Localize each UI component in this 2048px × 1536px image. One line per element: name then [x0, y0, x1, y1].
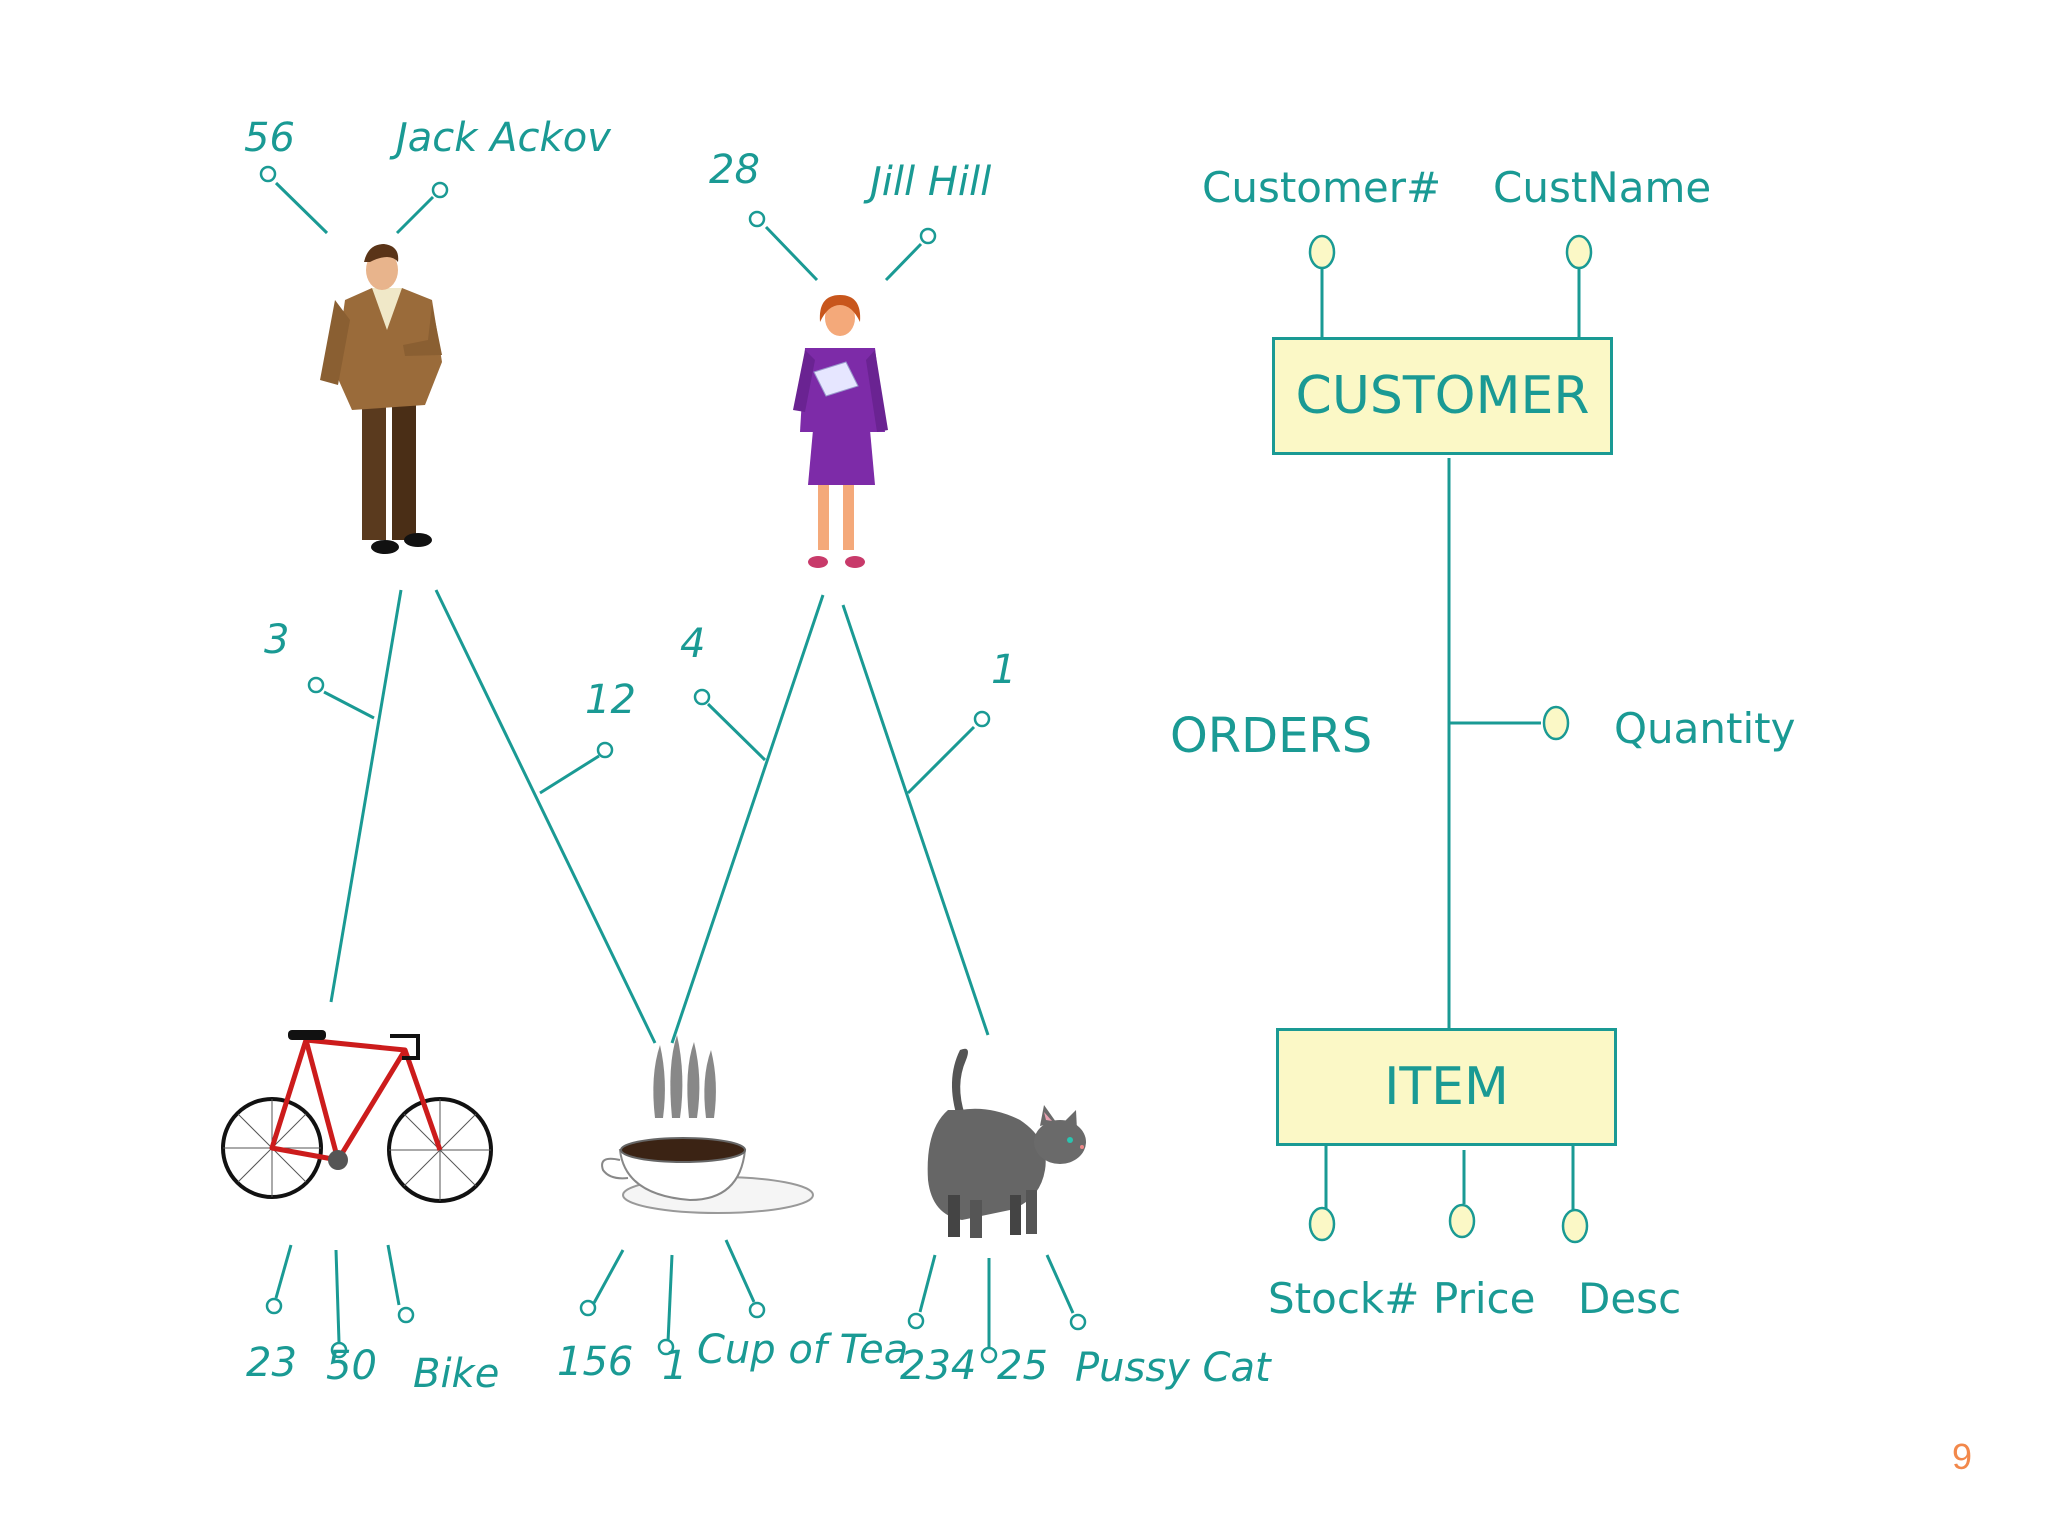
er-attr-label: CustName: [1493, 163, 1712, 212]
quantity-label: 1: [991, 647, 1017, 693]
er-attr-oval: [1448, 1203, 1476, 1239]
woman-figure-icon: [793, 295, 888, 568]
customer-name-label: Jill Hill: [870, 159, 992, 205]
entity-name: ITEM: [1384, 1057, 1509, 1117]
connector-line: [906, 725, 976, 795]
connector-line: [539, 754, 600, 795]
attr-node: [431, 181, 449, 199]
connector-line: [592, 1249, 625, 1304]
stock-label: 234: [900, 1343, 977, 1389]
tea-cup-icon: [601, 1035, 814, 1214]
connector-line: [274, 1244, 293, 1299]
attr-node: [1069, 1313, 1087, 1331]
attr-node: [907, 1312, 925, 1330]
attr-node: [579, 1299, 597, 1317]
connector-line: [386, 1244, 401, 1306]
quantity-label: 3: [264, 617, 290, 663]
order-link: [670, 594, 825, 1044]
connector-line: [724, 1239, 756, 1303]
connector-line: [1045, 1254, 1075, 1314]
er-attr-label: Price: [1433, 1274, 1536, 1323]
connector-line: [274, 181, 329, 235]
attr-node: [596, 741, 614, 759]
connector-line: [918, 1254, 937, 1313]
er-attr-oval: [1308, 234, 1336, 270]
desc-label: Pussy Cat: [1075, 1345, 1271, 1391]
customer-id-label: 28: [709, 147, 760, 193]
order-link: [434, 589, 657, 1044]
quantity-label: 4: [680, 621, 706, 667]
price-label: 1: [662, 1343, 688, 1389]
attr-node: [265, 1297, 283, 1315]
man-figure-icon: [320, 244, 442, 554]
attr-node: [973, 710, 991, 728]
attr-node: [657, 1338, 675, 1356]
er-attr-oval: [1542, 705, 1570, 741]
price-label: 50: [326, 1343, 377, 1389]
attr-node: [693, 688, 711, 706]
connector-line: [884, 242, 923, 282]
attr-node: [980, 1346, 998, 1364]
er-attr-oval: [1308, 1206, 1336, 1242]
item-entity-box: ITEM: [1276, 1028, 1617, 1146]
er-attr-label: Customer#: [1202, 163, 1442, 212]
customer-name-label: Jack Ackov: [396, 115, 611, 161]
customer-id-label: 56: [244, 115, 295, 161]
stock-label: 156: [557, 1339, 634, 1385]
er-attr-label: Stock#: [1268, 1274, 1420, 1323]
desc-label: Cup of Tea: [697, 1327, 909, 1373]
order-link: [329, 589, 403, 1003]
connector-line: [706, 702, 767, 762]
stock-label: 23: [246, 1340, 297, 1386]
connector-line: [764, 225, 819, 282]
relationship-label: ORDERS: [1170, 708, 1373, 764]
er-attr-oval: [1565, 234, 1593, 270]
connector-line: [334, 1249, 341, 1343]
er-attr-oval: [1561, 1208, 1589, 1244]
cat-icon: [927, 1048, 1086, 1238]
quantity-label: 12: [585, 677, 636, 723]
er-attr-label: Quantity: [1614, 704, 1796, 753]
customer-entity-box: CUSTOMER: [1272, 337, 1613, 455]
bicycle-icon: [221, 1030, 493, 1203]
price-label: 25: [997, 1343, 1048, 1389]
attr-node: [330, 1341, 348, 1359]
attr-node: [919, 227, 937, 245]
attr-node: [307, 676, 325, 694]
attr-node: [397, 1306, 415, 1324]
connector-line: [666, 1254, 674, 1343]
entity-name: CUSTOMER: [1295, 366, 1590, 426]
attr-node: [748, 210, 766, 228]
connector-line: [395, 195, 435, 235]
desc-label: Bike: [413, 1351, 500, 1397]
er-attr-label: Desc: [1578, 1274, 1682, 1323]
attr-node: [259, 165, 277, 183]
order-link: [841, 604, 990, 1036]
attr-node: [748, 1301, 766, 1319]
connector-line: [323, 690, 375, 720]
page-number: 9: [1952, 1436, 1973, 1477]
